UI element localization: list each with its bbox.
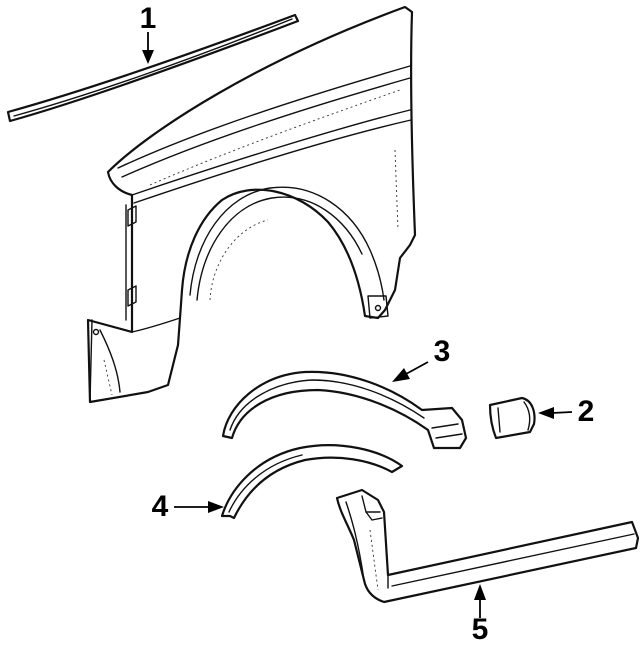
leader-1 (142, 32, 154, 64)
part-5-lower-molding[interactable] (335, 488, 640, 604)
callout-2: 2 (577, 395, 595, 428)
callout-1: 1 (139, 2, 157, 35)
callout-5: 5 (471, 613, 489, 646)
callout-4: 4 (151, 490, 169, 523)
leader-2 (538, 407, 573, 419)
callout-3: 3 (433, 335, 451, 368)
part-3-wheel-opening-molding[interactable] (221, 370, 468, 450)
part-2-fender-trim[interactable] (488, 396, 536, 440)
fender-panel[interactable] (86, 5, 417, 404)
part-4-wheel-arch-extension[interactable] (220, 444, 404, 520)
leader-5 (474, 584, 486, 618)
leader-4 (174, 501, 224, 513)
part-1-fender-molding[interactable] (6, 13, 300, 123)
leader-3 (392, 361, 429, 382)
